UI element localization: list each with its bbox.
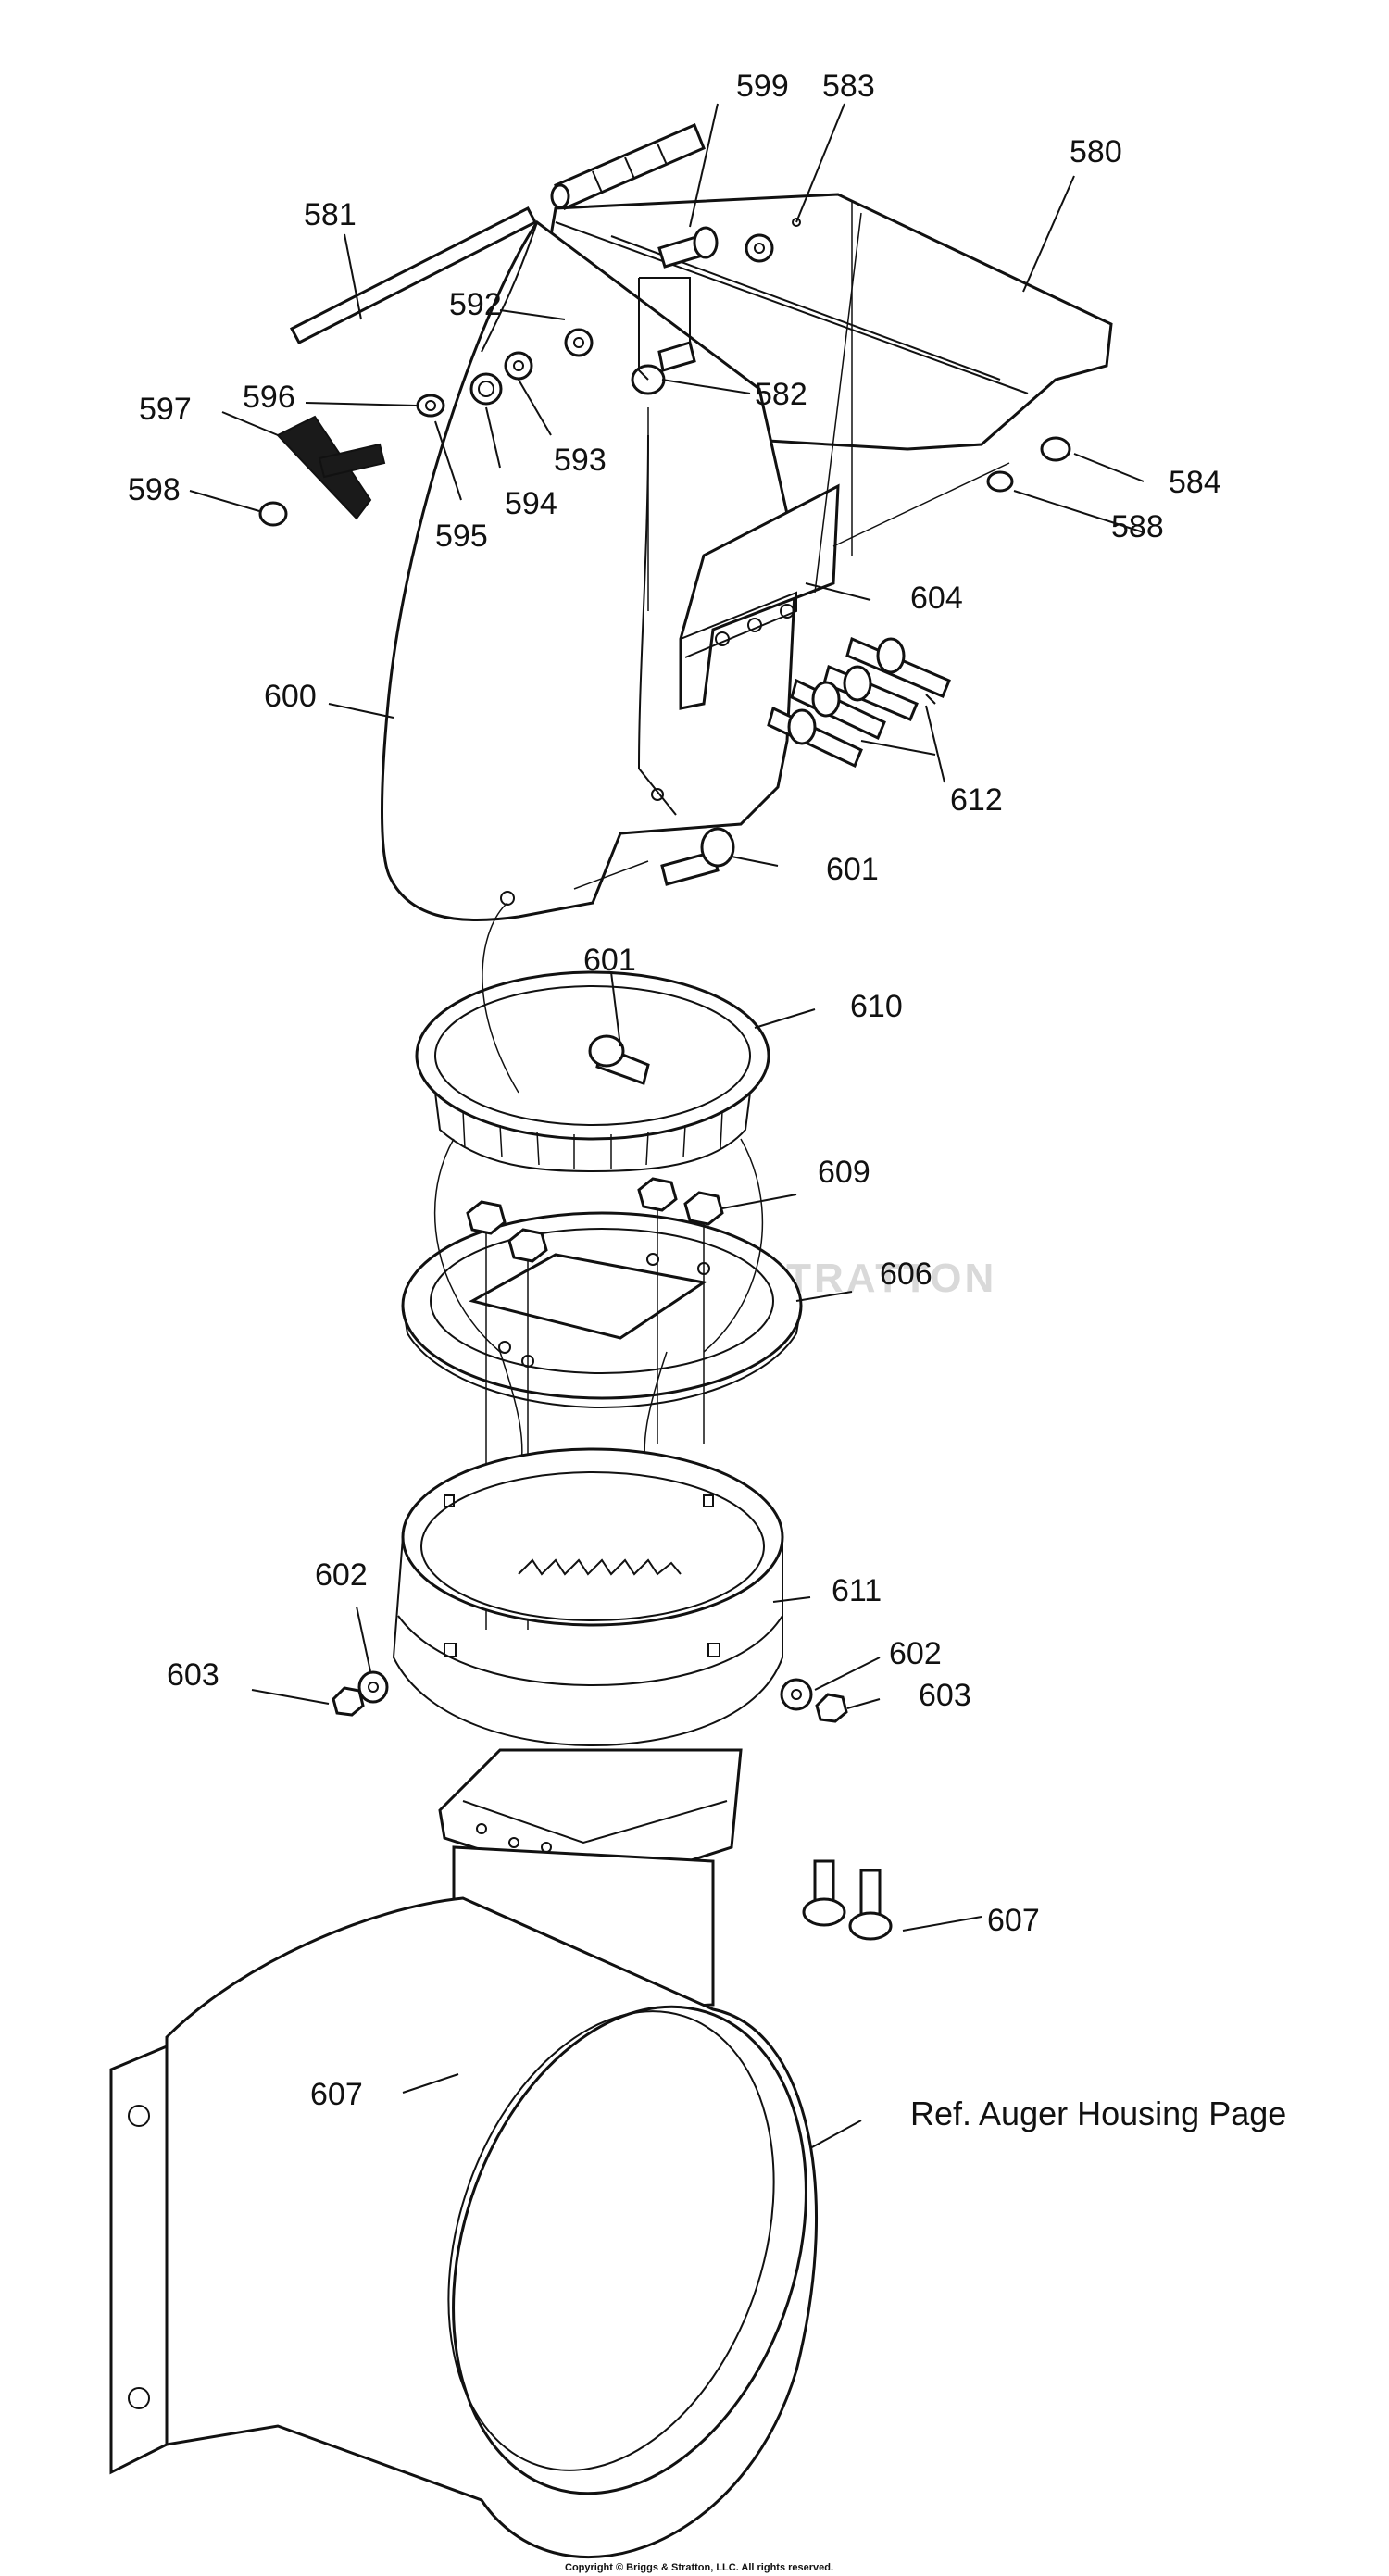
- auger-housing: [109, 1896, 818, 2558]
- ring-610: [415, 970, 770, 1173]
- callout-580: 580: [1070, 134, 1122, 169]
- callout-583: 583: [822, 69, 875, 104]
- callout-607-left: 607: [310, 2077, 363, 2112]
- callout-597: 597: [139, 392, 192, 427]
- leader-lines: [189, 103, 1145, 2149]
- callout-612: 612: [950, 782, 1003, 818]
- callout-593: 593: [554, 443, 607, 478]
- callout-588: 588: [1111, 509, 1164, 544]
- callout-592: 592: [449, 287, 502, 322]
- callout-609: 609: [818, 1155, 870, 1190]
- callout-600: 600: [264, 679, 317, 714]
- callout-603-right: 603: [919, 1678, 971, 1713]
- callout-601-ring: 601: [583, 943, 636, 978]
- callout-594: 594: [505, 486, 557, 521]
- callout-610: 610: [850, 989, 903, 1024]
- callout-604: 604: [910, 581, 963, 616]
- callout-labels: 581 599 583 580 592 582 596 597 593 594 …: [128, 69, 1286, 2573]
- rod-581: [289, 206, 538, 345]
- callout-611: 611: [832, 1573, 882, 1608]
- bolt-601-upper: [660, 827, 735, 886]
- copyright-text: Copyright © Briggs & Stratton, LLC. All …: [565, 2562, 833, 2573]
- plate-606: [401, 1211, 803, 1409]
- nuts-609: [466, 1177, 724, 1263]
- callout-602-left: 602: [315, 1557, 368, 1593]
- callout-603-left: 603: [167, 1657, 219, 1693]
- bracket-604: [679, 483, 840, 710]
- callout-595: 595: [435, 519, 488, 554]
- reference-note: Ref. Auger Housing Page: [910, 2095, 1286, 2132]
- hardware-top: [258, 218, 1071, 527]
- callout-607-right: 607: [987, 1903, 1040, 1938]
- callout-598: 598: [128, 472, 181, 507]
- gear-ring-611: [392, 1447, 784, 1747]
- pins-612: [767, 636, 951, 769]
- callout-581: 581: [304, 197, 357, 232]
- callout-606: 606: [880, 1257, 932, 1292]
- hardware-602-603: [332, 1670, 848, 1723]
- callout-596: 596: [243, 380, 295, 415]
- callout-601-upper: 601: [826, 852, 879, 887]
- callout-582: 582: [755, 377, 807, 412]
- callout-599: 599: [736, 69, 789, 104]
- callout-602-right: 602: [889, 1636, 942, 1671]
- callout-584: 584: [1169, 465, 1221, 500]
